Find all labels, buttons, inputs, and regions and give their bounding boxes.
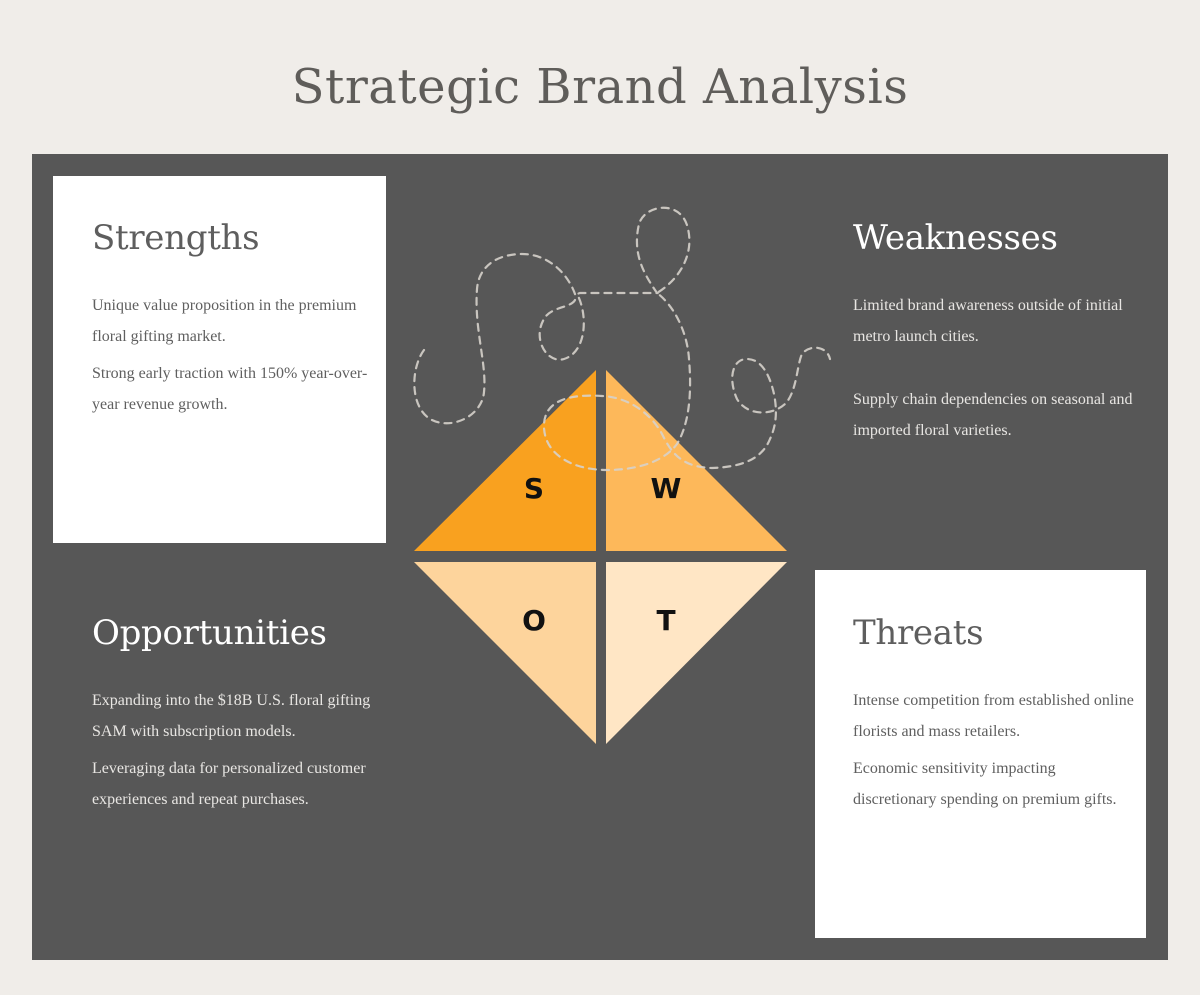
weaknesses-title: Weaknesses <box>853 218 1058 258</box>
page-title: Strategic Brand Analysis <box>291 59 909 115</box>
strengths-body: Unique value proposition in the premium … <box>92 290 372 420</box>
strengths-triangle <box>414 370 596 551</box>
weaknesses-body: Limited brand awareness outside of initi… <box>853 290 1143 446</box>
threats-body: Intense competition from established onl… <box>853 685 1143 815</box>
strengths-section: Strengths Unique value proposition in th… <box>92 216 372 426</box>
opportunities-body: Expanding into the $18B U.S. floral gift… <box>92 685 382 815</box>
threats-card <box>815 570 1146 938</box>
weaknesses-triangle <box>606 370 787 551</box>
threats-section: Threats Intense competition from establi… <box>853 611 1143 821</box>
threats-point: Intense competition from established onl… <box>853 692 1134 740</box>
opportunities-section: Opportunities Expanding into the $18B U.… <box>92 611 382 821</box>
swot-panel: Strengths Unique value proposition in th… <box>32 154 1168 960</box>
threats-triangle <box>606 562 787 744</box>
weaknesses-point: Limited brand awareness outside of initi… <box>853 297 1123 345</box>
weaknesses-point: Supply chain dependencies on seasonal an… <box>853 391 1133 439</box>
strengths-title: Strengths <box>92 218 260 258</box>
opportunities-triangle <box>414 562 596 744</box>
strengths-point: Strong early traction with 150% year-ove… <box>92 365 368 413</box>
threats-title: Threats <box>853 613 984 653</box>
opportunities-title: Opportunities <box>92 613 327 653</box>
strengths-card <box>53 176 386 543</box>
opportunities-point: Expanding into the $18B U.S. floral gift… <box>92 692 371 740</box>
opportunities-point: Leveraging data for personalized custome… <box>92 760 366 808</box>
strengths-point: Unique value proposition in the premium … <box>92 297 357 345</box>
weaknesses-section: Weaknesses Limited brand awareness outsi… <box>853 216 1143 452</box>
threats-point: Economic sensitivity impacting discretio… <box>853 760 1117 808</box>
